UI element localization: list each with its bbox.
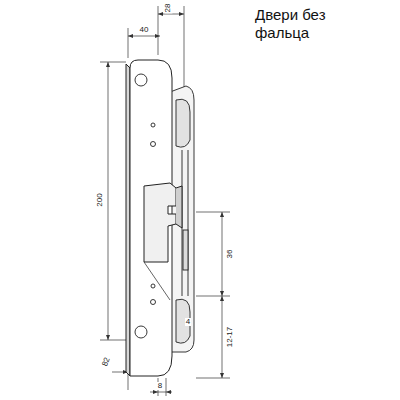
drawing-stroke <box>220 373 224 378</box>
dimension-label: 82 <box>100 356 111 369</box>
dimension-label: 36 <box>226 249 234 260</box>
drawing-stroke <box>158 12 163 16</box>
dimension-label: 28 <box>164 3 172 14</box>
drawing-stroke <box>222 296 223 378</box>
drawing-stroke <box>179 12 184 16</box>
drawing-stroke <box>100 340 126 341</box>
drawing-stroke <box>100 62 126 63</box>
drawing-stroke <box>184 6 185 95</box>
drawing-stroke <box>151 300 156 305</box>
drawing-stroke <box>106 62 110 67</box>
drawing-stroke <box>196 212 230 213</box>
dimension-lines <box>100 6 230 396</box>
drawing-stroke <box>128 34 133 38</box>
drawing-stroke <box>144 183 176 262</box>
drawing-stroke <box>220 212 224 217</box>
title: Двери без фальца <box>255 6 355 42</box>
drawing-stroke <box>155 34 160 38</box>
drawing-stroke <box>166 378 167 396</box>
dimension-label: 12-17 <box>226 326 234 348</box>
drawing-stroke <box>188 150 189 296</box>
drawing-stroke <box>128 28 129 58</box>
drawing-stroke <box>135 326 147 338</box>
drawing-stroke <box>183 230 188 270</box>
drawing-stroke <box>220 291 224 296</box>
drawing-stroke <box>176 99 190 147</box>
drawing-stroke <box>108 62 109 340</box>
dimension-label: 8 <box>157 382 163 390</box>
drawing-stroke <box>151 123 155 127</box>
strike-plate <box>126 60 182 376</box>
drawing-stroke <box>135 74 147 86</box>
screw-holes <box>135 74 156 338</box>
drawing-stroke <box>106 335 110 340</box>
drawing-stroke <box>176 186 182 228</box>
drawing-stroke <box>222 212 223 296</box>
drawing-stroke <box>144 262 170 300</box>
drawing-stroke <box>220 296 224 301</box>
drawing-stroke <box>153 390 158 394</box>
drawing-stroke <box>166 390 171 394</box>
dimension-arrows <box>106 12 224 394</box>
drawing-stroke <box>151 142 156 147</box>
drawing-stroke <box>126 64 130 376</box>
dimension-label: 200 <box>96 192 104 207</box>
drawing-stroke <box>196 296 230 297</box>
drawing-stroke <box>151 284 155 288</box>
drawing-stroke <box>158 6 159 55</box>
dimension-label: 4 <box>185 318 191 326</box>
dimension-label: 40 <box>139 26 150 34</box>
drawing-stroke <box>196 378 230 379</box>
